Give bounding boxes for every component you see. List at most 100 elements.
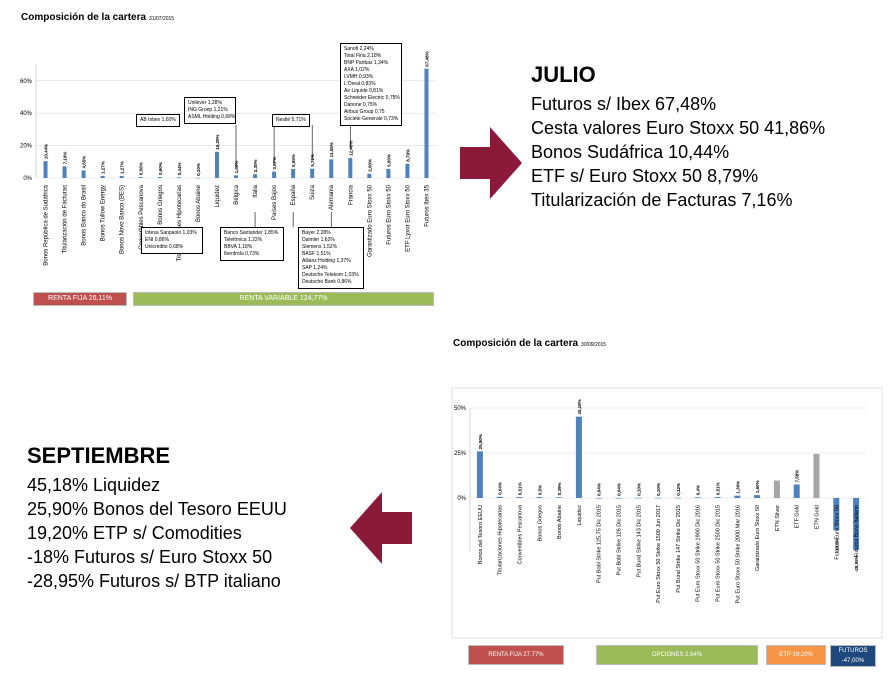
callout-line: Total Fina 2,18% [344, 53, 382, 59]
julio-category-label: Garantizado Euro Stoxx 50 [367, 184, 373, 257]
julio-data-label: 4,65% [82, 156, 87, 169]
septiembre-category-label: Put Bobl Strike 126 Dic 2015 [617, 505, 623, 575]
septiembre-summary-line: 25,90% Bonos del Tesoro EEUU [27, 499, 287, 519]
callout-line: AB Inbev 1,60% [140, 117, 176, 123]
septiembre-data-label: 45,18% [577, 399, 582, 414]
septiembre-category-label: Put Euro Stoxx 50 Strike 1900 Dic 2016 [696, 505, 702, 602]
julio-bar [157, 177, 162, 178]
septiembre-summary-line: -28,95% Futuros s/ BTP italiano [27, 571, 281, 591]
julio-data-label: 7,16% [63, 152, 68, 165]
septiembre-bar [476, 451, 483, 498]
septiembre-bar [516, 497, 523, 498]
callout-line: AXA 1,02% [344, 67, 370, 73]
julio-data-label: 10,44% [44, 144, 49, 159]
julio-category-label: Bonos Abaine [196, 184, 202, 222]
septiembre-category-label: ETF Gold [795, 505, 801, 529]
callout-box: AB Inbev 1,60% [136, 114, 180, 127]
julio-y-tick-label: 40% [20, 111, 33, 117]
septiembre-data-label: 0,39% [557, 483, 562, 496]
callout-line: Iberdrola 0,73% [224, 251, 260, 257]
septiembre-category-label: Convertibles Pescanova [518, 504, 524, 564]
julio-data-label: 1,27% [101, 161, 106, 174]
julio-bar [195, 177, 200, 179]
julio-y-tick-label: 0% [23, 176, 32, 182]
septiembre-category-label: Bonos del Tesoro EEUU [478, 505, 484, 564]
callout-box: Intesa Sanpaolo 1,03%ENI 0,86%Unicredito… [141, 227, 203, 254]
julio-y-tick-label: 20% [20, 144, 33, 150]
julio-bar [62, 166, 67, 178]
julio-bar [310, 168, 315, 178]
julio-bar [424, 68, 429, 178]
septiembre-data-label: 1,30% [735, 481, 740, 494]
julio-data-label: 0,60% [158, 162, 163, 175]
band-label: RENTA FIJA 27,77% [468, 645, 564, 665]
septiembre-category-label: Liquidez [577, 505, 583, 526]
callout-line: Airbus Group 0,75 [344, 109, 385, 115]
septiembre-data-label: 0,51% [716, 482, 721, 495]
callout-line: Schneider Electric 0,75% [344, 95, 400, 101]
julio-data-label: 5,60% [386, 154, 391, 167]
julio-category-label: Liquidez [215, 185, 221, 207]
callout-line: ENI 0,86% [145, 237, 169, 243]
julio-category-label: Francia [348, 184, 354, 205]
callout-line: LVMH 0,93% [344, 74, 374, 80]
julio-category-label: Suiza [310, 184, 316, 200]
julio-data-label: 2,60% [367, 159, 372, 172]
julio-category-label: Bélgica [234, 184, 240, 204]
septiembre-category-label: Futuros Bono Italiano [854, 505, 860, 557]
julio-category-label: Países Bajos [272, 185, 278, 220]
septiembre-y-tick-label: 50% [454, 406, 467, 412]
septiembre-category-label: Put Euro Stoxx 50 Strike 2000 Mar 2016 [735, 505, 741, 603]
julio-bar [329, 159, 334, 178]
septiembre-summary-line: -18% Futuros s/ Euro Stoxx 50 [27, 547, 273, 567]
septiembre-data-label: 0,5% [537, 485, 542, 495]
julio-bar [234, 175, 238, 178]
callout-line: Daimler 1,62% [302, 237, 335, 243]
julio-bar [348, 157, 353, 178]
callout-line: Nestlé 5,71% [276, 117, 306, 123]
julio-bar [100, 175, 105, 178]
julio-bar [291, 169, 296, 178]
septiembre-bar [714, 497, 721, 498]
septiembre-data-label: -18,0% [834, 538, 839, 552]
septiembre-summary-heading: SEPTIEMBRE [27, 443, 171, 468]
band-label: ETP 19,20% [766, 645, 826, 665]
band-label: RENTA VARIABLE 124,77% [133, 292, 434, 306]
septiembre-bar [575, 416, 582, 498]
septiembre-bar [853, 498, 860, 551]
julio-summary-list: Futuros s/ Ibex 67,48% Cesta valores Eur… [531, 92, 825, 212]
callout-line: Banco Santander 1,85% [224, 230, 279, 236]
septiembre-data-label: 0,64% [498, 482, 503, 495]
callout-line: Air Liquide 0,81% [344, 88, 384, 94]
callout-line: Sanofi 2,24% [344, 46, 374, 52]
septiembre-bar [793, 484, 800, 498]
callout-line: Siemens 1,52% [302, 244, 338, 250]
septiembre-bar [773, 480, 780, 498]
septiembre-data-label: 1,60% [755, 480, 760, 493]
julio-category-label: Italia [253, 184, 259, 197]
callout-line: ING Groep 1,21% [188, 107, 228, 113]
septiembre-y-tick-label: 0% [457, 496, 466, 502]
callout-line: Unilever 1,28% [188, 100, 222, 106]
julio-bar [272, 171, 277, 178]
julio-data-label: 0,44% [177, 163, 182, 176]
callout-line: BBVA 1,18% [224, 244, 253, 250]
septiembre-bar [813, 453, 820, 498]
callout-box: Sanofi 2,24%Total Fina 2,18%BNP Paribas … [340, 43, 402, 126]
septiembre-data-label: 0,04% [597, 483, 602, 496]
julio-category-label: Bonos Novo Banco (BES) [120, 185, 126, 254]
septiembre-category-label: Garantizado Euro Stoxx 50 [755, 505, 761, 571]
septiembre-bar [635, 497, 642, 499]
callout-line: Allianz Holding 1,37% [302, 258, 351, 264]
septiembre-category-label: Bonos Griegos [537, 505, 543, 542]
julio-data-label: 11,55% [329, 142, 334, 157]
julio-summary-line: Cesta valores Euro Stoxx 50 41,86% [531, 118, 826, 138]
septiembre-data-label: 0,10% [656, 483, 661, 496]
septiembre-category-label: Titularizaciones Hipotecarias [498, 505, 504, 575]
julio-bar [386, 168, 391, 178]
callout-line: BNP Paribas 1,34% [344, 60, 389, 66]
julio-data-label: 0,10% [196, 163, 201, 176]
julio-data-label: 1,27% [120, 161, 125, 174]
